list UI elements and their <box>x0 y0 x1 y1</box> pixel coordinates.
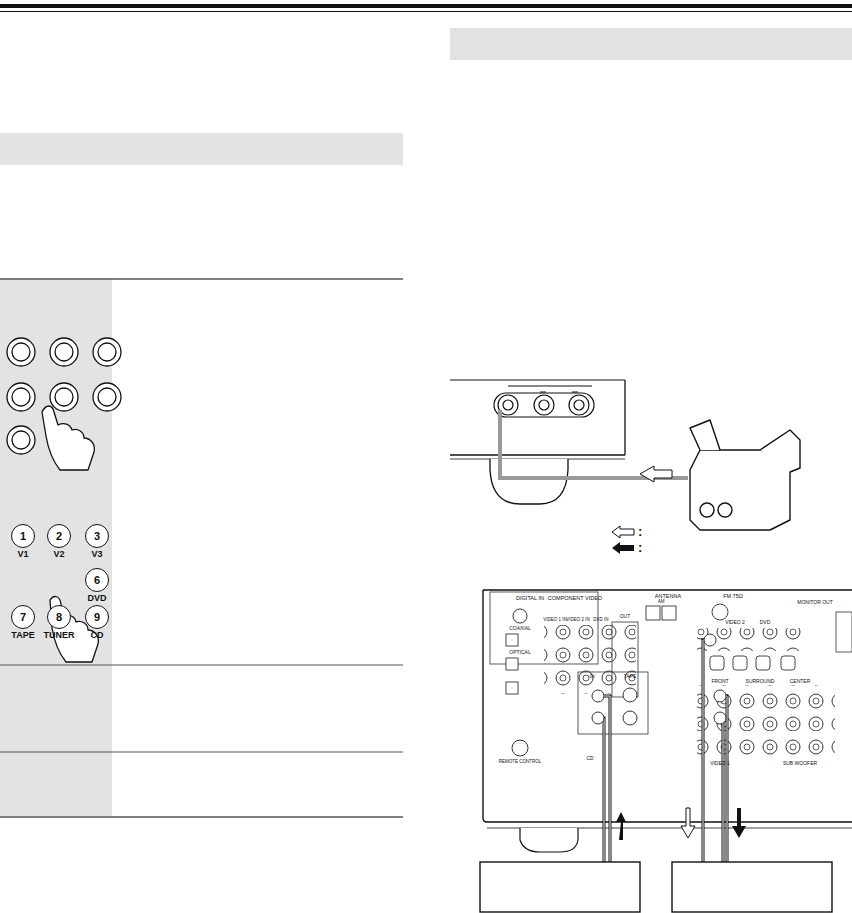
panel-label: FRONT <box>711 679 728 684</box>
button-number: 7 <box>20 611 26 623</box>
panel-label: DVD IN <box>593 618 608 623</box>
panel-label: OPTICAL <box>509 650 530 655</box>
panel-label: DIGITAL IN <box>516 596 544 602</box>
panel-label: CD <box>586 756 593 761</box>
panel-label: ANTENNA <box>655 594 681 600</box>
button-number: 9 <box>94 611 100 623</box>
button-label: V3 <box>91 550 102 559</box>
panel-label: VIDEO 1 IN <box>543 618 567 623</box>
button-label: CD <box>91 631 104 640</box>
button-label: V2 <box>53 550 64 559</box>
panel-label: CENTER <box>790 679 811 684</box>
number-button: 7 <box>11 605 35 629</box>
legend-text: : <box>638 540 642 555</box>
button-label: V1 <box>17 550 28 559</box>
button-label: TAPE <box>11 631 34 640</box>
panel-label: VIDEO 2 IN <box>566 618 590 623</box>
number-button: 8 <box>47 605 71 629</box>
panel-label: IN <box>590 674 595 679</box>
panel-label: SURROUND <box>746 679 775 684</box>
legend-text: : <box>638 524 642 539</box>
panel-label: DVD <box>760 620 771 625</box>
button-number: 3 <box>94 530 100 542</box>
panel-label: COMPONENT VIDEO <box>548 596 602 602</box>
panel-label: AM <box>658 600 665 605</box>
button-number: 8 <box>56 611 62 623</box>
number-button: 3 <box>85 524 109 548</box>
panel-label: VIDEO 2 <box>725 620 745 625</box>
panel-label: COAXIAL <box>509 626 531 631</box>
button-number: 2 <box>56 530 62 542</box>
button-label: TUNER <box>44 631 75 640</box>
number-button: 2 <box>47 524 71 548</box>
panel-label: OUT <box>620 614 631 619</box>
button-number: 1 <box>20 530 26 542</box>
number-button: 1 <box>11 524 35 548</box>
panel-label: SUB WOOFER <box>783 761 817 766</box>
number-button: 9 <box>85 605 109 629</box>
panel-label: TAPE <box>624 674 637 679</box>
panel-label: REMOTE CONTROL <box>499 760 542 765</box>
button-label: DVD <box>87 594 106 603</box>
button-number: 6 <box>94 574 100 586</box>
panel-label: MONITOR OUT <box>797 600 832 605</box>
panel-label: VIDEO 1 <box>710 761 730 766</box>
panel-label: FM 75Ω <box>723 594 743 600</box>
number-button: 6 <box>85 568 109 592</box>
